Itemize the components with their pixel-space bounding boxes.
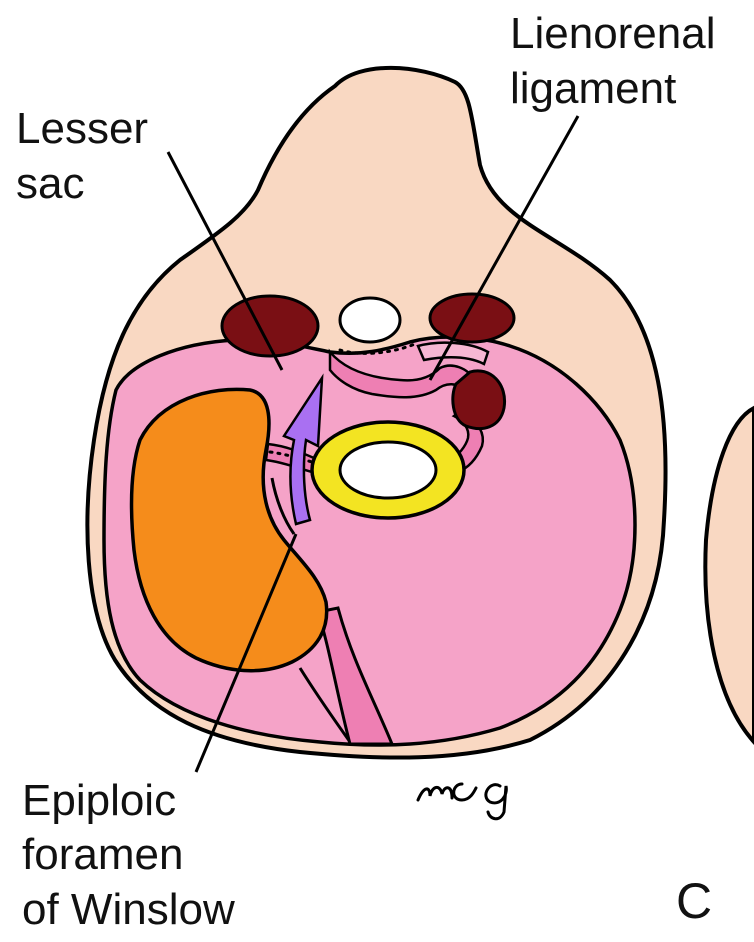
label-epiploic-foramen: Epiploic foramen of Winslow — [22, 776, 235, 934]
label-lienorenal-ligament: Lienorenal ligament — [510, 9, 728, 113]
label-epiploic-line-3: of Winslow — [22, 885, 235, 934]
stomach-lumen — [340, 442, 436, 498]
panel-letter: C — [676, 873, 712, 929]
label-lesser-sac: Lesser sac — [16, 104, 160, 208]
spleen — [453, 371, 505, 429]
adjacent-section — [705, 408, 754, 742]
label-lesser-sac-line-1: Lesser — [16, 104, 148, 153]
label-epiploic-line-2: foramen — [22, 830, 183, 879]
label-lienorenal-line-2: ligament — [510, 64, 676, 113]
label-lienorenal-line-1: Lienorenal — [510, 9, 716, 58]
right-kidney — [430, 294, 514, 342]
label-lesser-sac-line-2: sac — [16, 159, 84, 208]
artist-signature — [418, 784, 506, 819]
aorta — [340, 298, 400, 342]
label-epiploic-line-1: Epiploic — [22, 776, 176, 825]
